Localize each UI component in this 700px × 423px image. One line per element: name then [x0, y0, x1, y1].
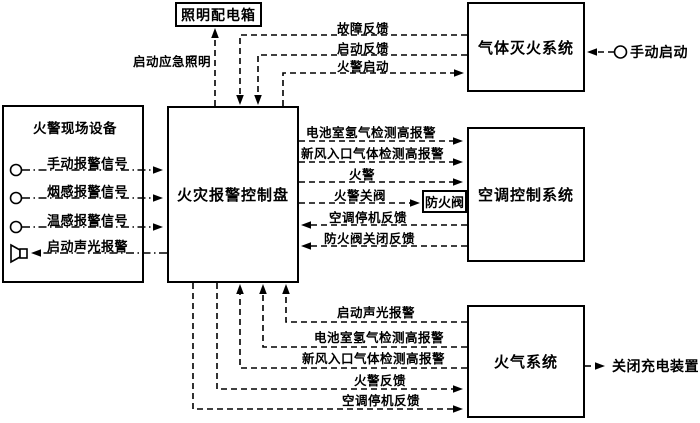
start-av-alarm-site-label: 启动声光报警: [47, 239, 129, 254]
start-av-alarm-label: 启动声光报警: [337, 306, 416, 320]
fault-feedback-label: 故障反馈: [337, 22, 390, 36]
fire-close-valve-label: 火警关阀: [334, 189, 387, 203]
ac-control-system-box: 空调控制系统: [467, 127, 585, 262]
damper-closed-feedback-label: 防火阀关闭反馈: [324, 232, 416, 246]
ac-stop-feedback-label: 空调停机反馈: [329, 211, 408, 225]
fire-gas-system-box: 火气系统: [467, 305, 585, 418]
emergency-lighting-arrow: [211, 28, 219, 106]
site-equipment-title: 火警现场设备: [33, 121, 117, 136]
fire-alarm-control-panel-box: 火灾报警控制盘: [167, 106, 299, 283]
fire-start-arrow: [282, 69, 464, 106]
manual-start-label: 手动启动: [630, 44, 688, 60]
manual-start-arrow: [587, 45, 628, 59]
manual-alarm-signal-label: 手动报警信号: [47, 156, 129, 171]
fire-alarm-label: 火警: [349, 168, 376, 182]
fire-alarm-arrow: [299, 178, 463, 186]
lighting-distribution-box: 照明配电箱: [175, 2, 262, 27]
fire-feedback-label: 火警反馈: [354, 374, 407, 388]
fire-damper-box: 防火阀: [422, 190, 467, 213]
battery-h2-to-ac-label: 电池室氢气检测高报警: [306, 126, 437, 140]
fresh-air-to-ac-label: 新风入口气体检测高报警: [301, 147, 445, 161]
gas-extinguishing-system-box: 气体灭火系统: [467, 2, 585, 92]
battery-h2-from-firegas-label: 电池室氢气检测高报警: [314, 331, 445, 345]
ac-stop-to-firegas-label: 空调停机反馈: [342, 394, 421, 408]
fresh-air-from-firegas-label: 新风入口气体检测高报警: [302, 352, 446, 366]
smoke-alarm-signal-label: 烟感报警信号: [47, 184, 129, 199]
heat-alarm-signal-label: 温感报警信号: [47, 213, 129, 228]
close-charger-label: 关闭充电装置: [612, 358, 699, 374]
emergency-lighting-label: 启动应急照明: [133, 55, 212, 69]
close-charger-arrow: [585, 362, 605, 370]
ac-stop-to-firegas-arrow: [192, 283, 463, 413]
start-feedback-label: 启动反馈: [337, 42, 390, 56]
manual-start-circle-icon: [613, 45, 628, 59]
fire-start-label: 火警启动: [337, 60, 390, 74]
